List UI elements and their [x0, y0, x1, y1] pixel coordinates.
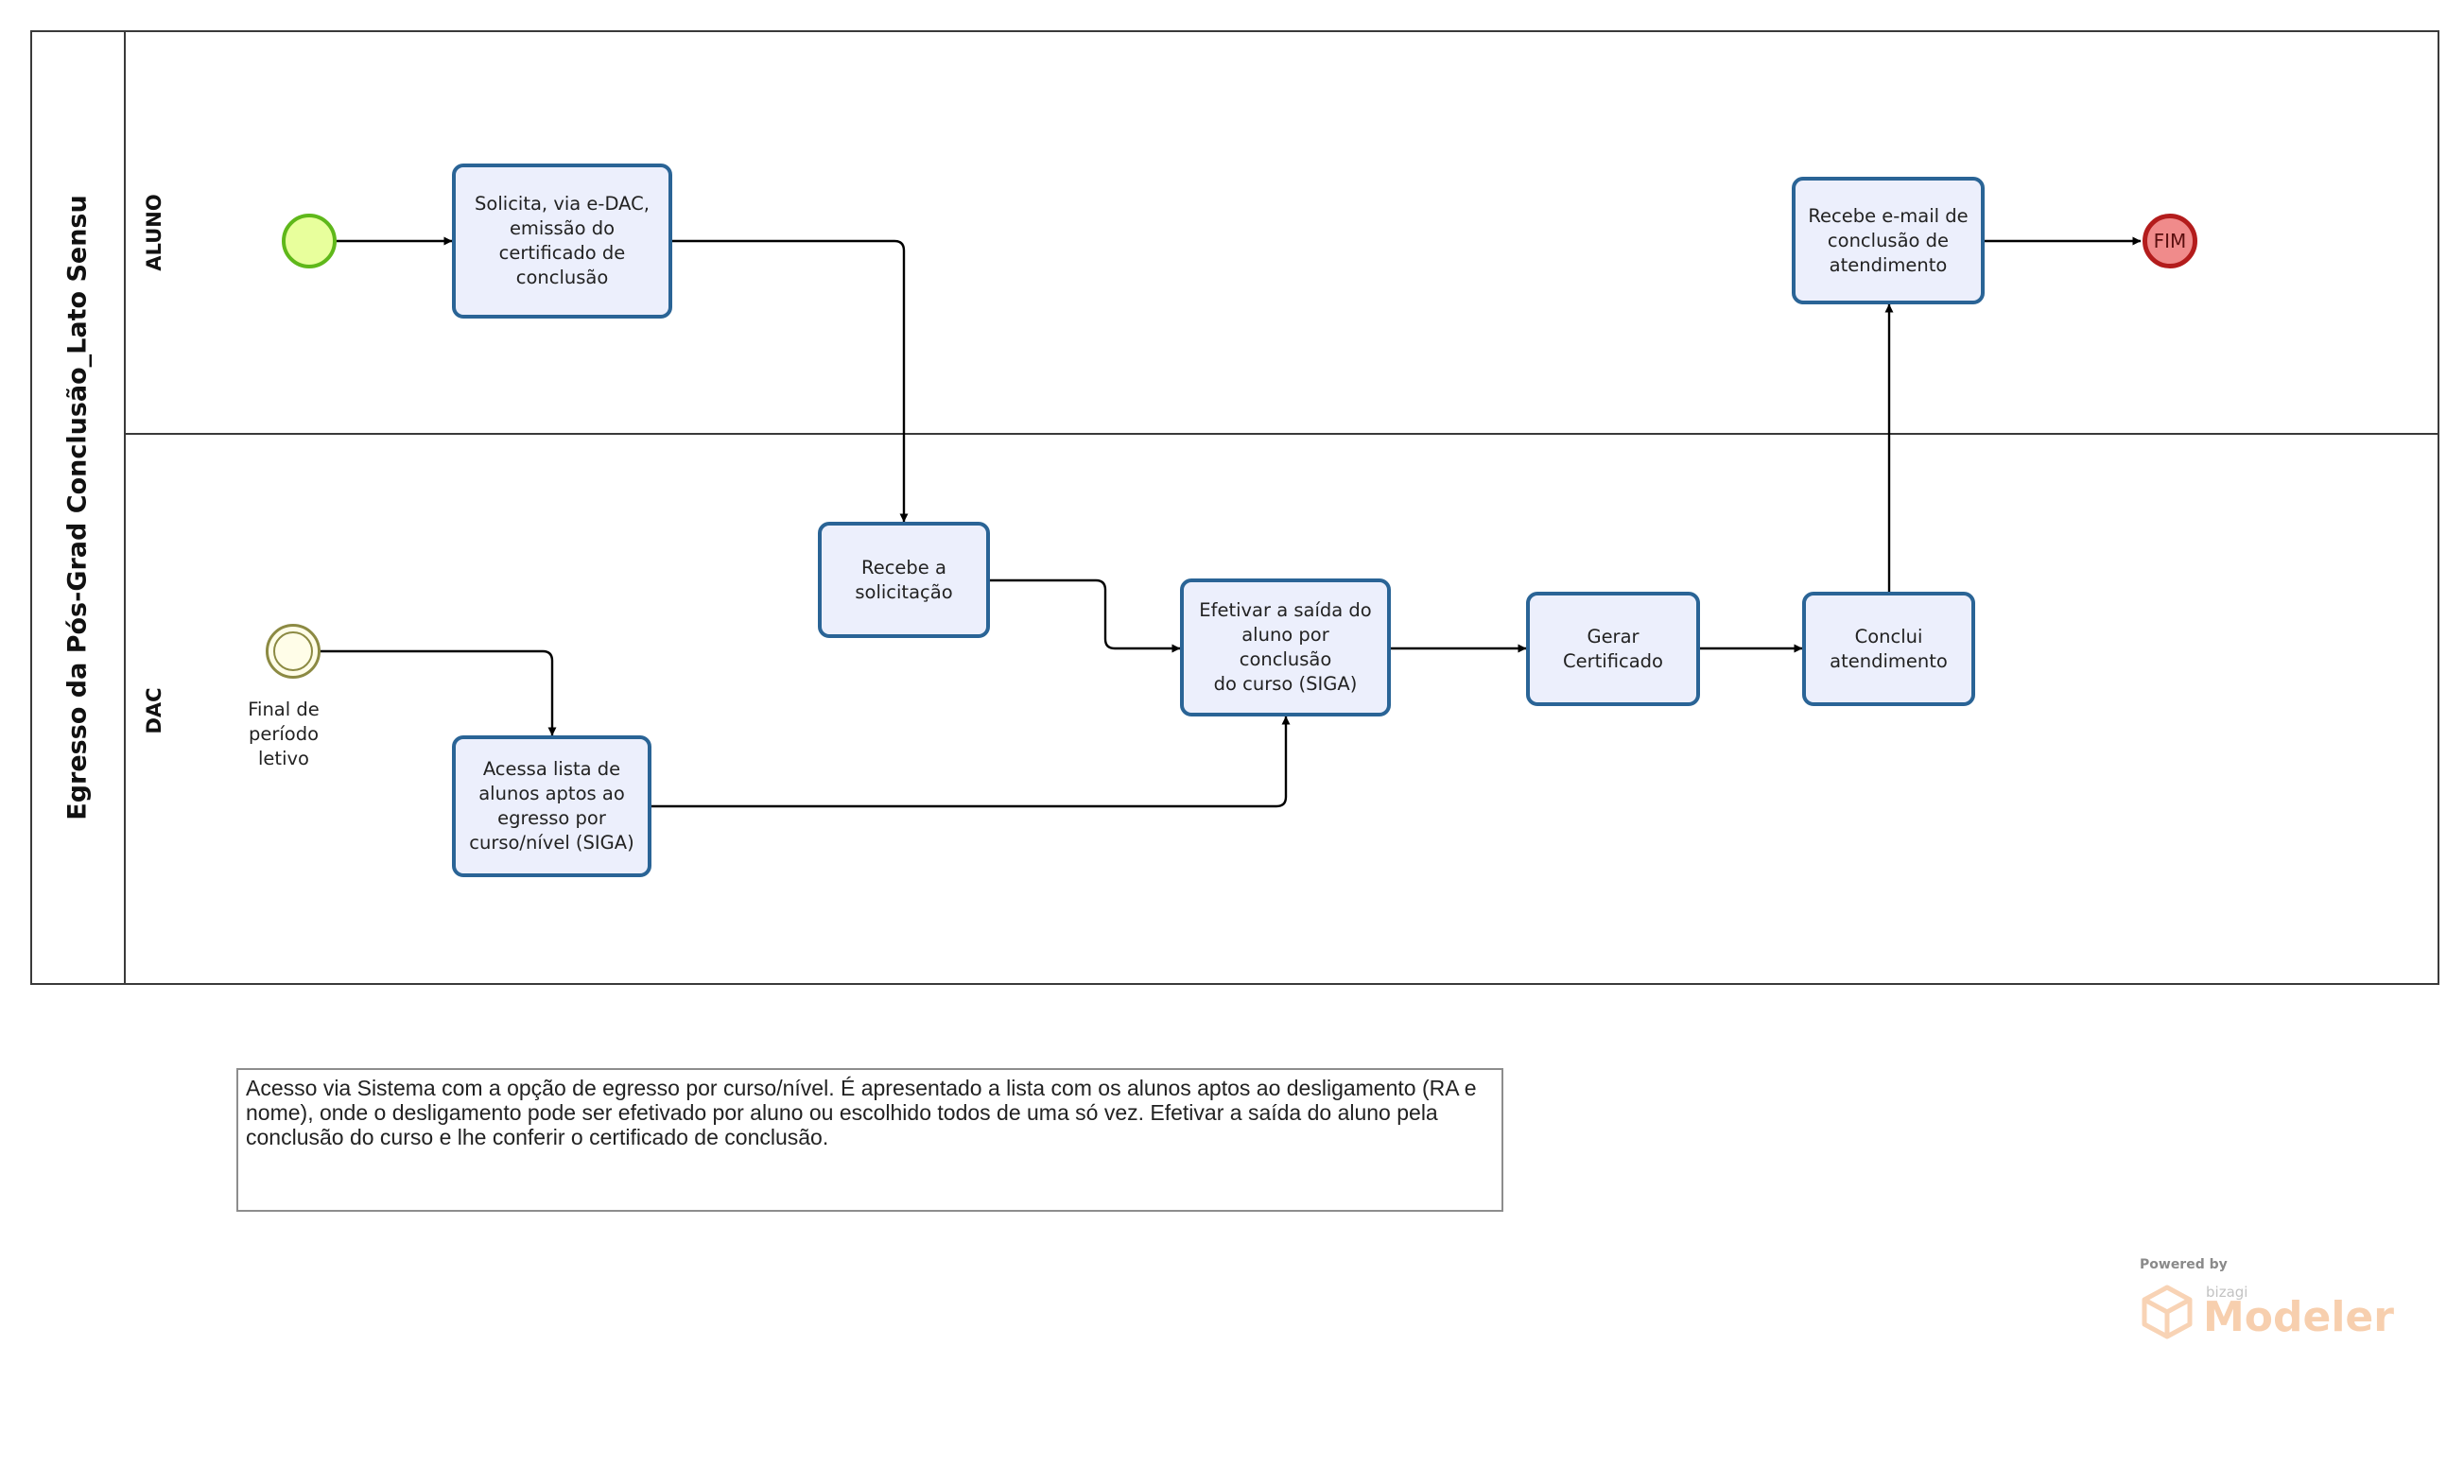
task-acessa-lista[interactable]: Acessa lista de alunos aptos ao egresso … [452, 735, 651, 877]
branding-product-name: Modeler [2203, 1293, 2394, 1341]
pool-header [30, 30, 126, 985]
bizagi-logo-icon [2142, 1285, 2193, 1339]
task-recebe-solicitacao[interactable]: Recebe a solicitação [818, 522, 990, 638]
task-conclui-atendimento[interactable]: Conclui atendimento [1802, 592, 1975, 706]
task-recebe-email[interactable]: Recebe e-mail de conclusão de atendiment… [1792, 177, 1985, 304]
task-efetivar-saida[interactable]: Efetivar a saída do aluno por conclusão … [1180, 578, 1391, 716]
timer-event-label: Final de período letivo [248, 699, 320, 769]
text-annotation: Acesso via Sistema com a opção de egress… [236, 1068, 1503, 1212]
start-event-circle[interactable] [282, 214, 337, 268]
task-solicita-certificado[interactable]: Solicita, via e-DAC, emissão do certific… [452, 164, 672, 319]
branding-powered-by: Powered by [2140, 1257, 2228, 1272]
timer-inner-ring [273, 631, 313, 671]
lane-label-dac: DAC [143, 687, 165, 734]
lane-separator [126, 433, 2439, 435]
timer-start-event-circle[interactable] [266, 624, 321, 679]
end-event-label: FIM [2153, 230, 2187, 252]
branding-company: bizagi [2206, 1284, 2248, 1301]
lane-label-aluno: ALUNO [143, 194, 165, 271]
pool-title: Egresso da Pós-Grad Conclusão_Lato Sensu [62, 195, 93, 820]
task-gerar-certificado[interactable]: Gerar Certificado [1526, 592, 1700, 706]
end-event-circle[interactable]: FIM [2143, 214, 2197, 268]
pool [30, 30, 2439, 985]
